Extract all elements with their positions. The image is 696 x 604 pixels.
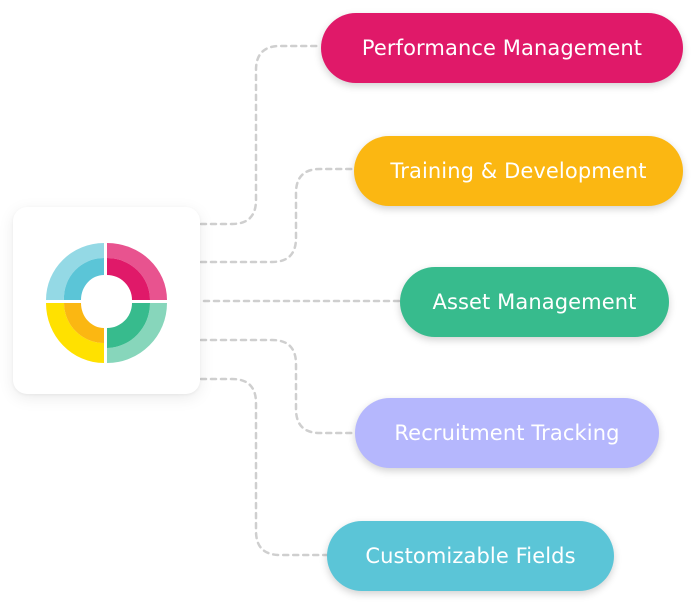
connector-customizable-fields xyxy=(199,377,329,557)
feature-pill-training-development[interactable]: Training & Development xyxy=(354,136,683,206)
feature-label: Asset Management xyxy=(432,290,637,314)
feature-pill-recruitment-tracking[interactable]: Recruitment Tracking xyxy=(355,398,659,468)
logo-card xyxy=(13,207,200,394)
logo-segment-pink-outer xyxy=(107,243,167,300)
logo-segment-cyan-inner xyxy=(63,257,104,300)
logo-segment-green-inner xyxy=(107,303,150,348)
logo-segment-cyan-outer xyxy=(46,243,104,300)
connector-performance-management xyxy=(199,44,323,226)
logo-segment-yellow-outer xyxy=(46,303,104,363)
feature-label: Customizable Fields xyxy=(365,544,576,568)
app-logo-icon xyxy=(46,243,167,363)
feature-pill-asset-management[interactable]: Asset Management xyxy=(400,267,669,337)
connector-recruitment-tracking xyxy=(199,338,357,435)
feature-pill-performance-management[interactable]: Performance Management xyxy=(321,13,683,83)
feature-label: Training & Development xyxy=(390,159,647,183)
feature-label: Recruitment Tracking xyxy=(394,421,620,445)
connector-training-development xyxy=(199,167,356,264)
logo-segment-pink-inner xyxy=(107,258,150,300)
logo-segment-green-outer xyxy=(107,303,167,363)
logo-segment-orange-inner xyxy=(64,303,104,343)
feature-label: Performance Management xyxy=(361,36,643,60)
feature-pill-customizable-fields[interactable]: Customizable Fields xyxy=(327,521,614,591)
